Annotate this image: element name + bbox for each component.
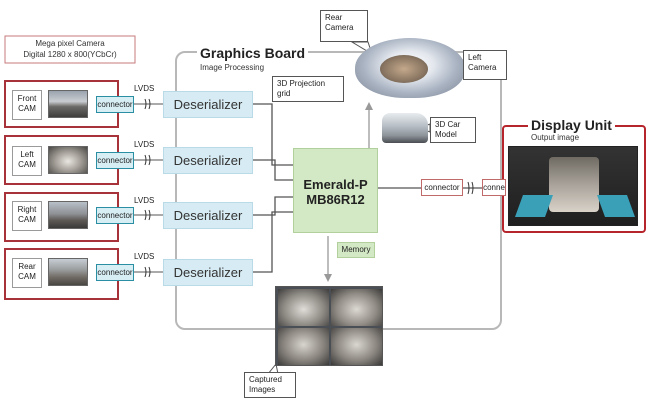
deserializer-left: Deserializer [163, 147, 253, 174]
lvds-label-right: LVDS [134, 196, 155, 205]
processor-chip: Emerald-P MB86R12 [293, 148, 378, 233]
connector-rear: connector [96, 264, 134, 281]
deserializer-rear: Deserializer [163, 259, 253, 286]
camera-spec: Mega pixel Camera Digital 1280 x 800(YCb… [5, 38, 135, 60]
projection-bowl-center [380, 55, 428, 83]
processor-model: MB86R12 [306, 192, 365, 207]
camera-spec-line2: Digital 1280 x 800(YCbCr) [23, 50, 117, 59]
display-car-top-view [549, 157, 599, 212]
camera-spec-box [4, 35, 136, 64]
right-camera-image [48, 201, 88, 229]
display-unit-title: Display Unit [528, 117, 615, 133]
captured-image-1 [278, 289, 329, 326]
callout-projection-grid: 3D Projection grid [272, 76, 344, 102]
connector-front: connector [96, 96, 134, 113]
camera-label-front: Front CAM [12, 90, 42, 120]
rear-camera-image [48, 258, 88, 286]
memory-block: Memory [337, 242, 375, 258]
camera-spec-line1: Mega pixel Camera [35, 39, 105, 48]
camera-label-rear: Rear CAM [12, 258, 42, 288]
captured-image-3 [278, 328, 329, 365]
display-unit-subtitle: Output image [531, 133, 580, 142]
lvds-label-rear: LVDS [134, 252, 155, 261]
front-camera-image [48, 90, 88, 118]
captured-image-2 [331, 289, 382, 326]
camera-label-left: Left CAM [12, 146, 42, 176]
captured-image-4 [331, 328, 382, 365]
camera-label-right: Right CAM [12, 201, 42, 231]
captured-images [275, 286, 383, 366]
deserializer-right: Deserializer [163, 202, 253, 229]
callout-left-camera: Left Camera [463, 50, 507, 80]
graphics-board-title: Graphics Board [197, 45, 309, 61]
deserializer-front: Deserializer [163, 91, 253, 118]
lvds-label-left: LVDS [134, 140, 155, 149]
lvds-label-front: LVDS [134, 84, 155, 93]
connector-left: connector [96, 152, 134, 169]
connector-display-out: connector [421, 179, 463, 196]
car-model-image [382, 113, 428, 143]
display-output-image [508, 146, 638, 226]
callout-captured-images: Captured Images [244, 372, 296, 398]
graphics-board-subtitle: Image Processing [200, 63, 265, 72]
display-guide-left [514, 195, 554, 217]
connector-display-in: conne [482, 179, 506, 196]
callout-rear-camera: Rear Camera [320, 10, 368, 42]
display-guide-right [596, 195, 636, 217]
processor-name: Emerald-P [303, 177, 368, 192]
connector-right: connector [96, 207, 134, 224]
callout-car-model: 3D Car Model [430, 117, 476, 143]
left-camera-image [48, 146, 88, 174]
